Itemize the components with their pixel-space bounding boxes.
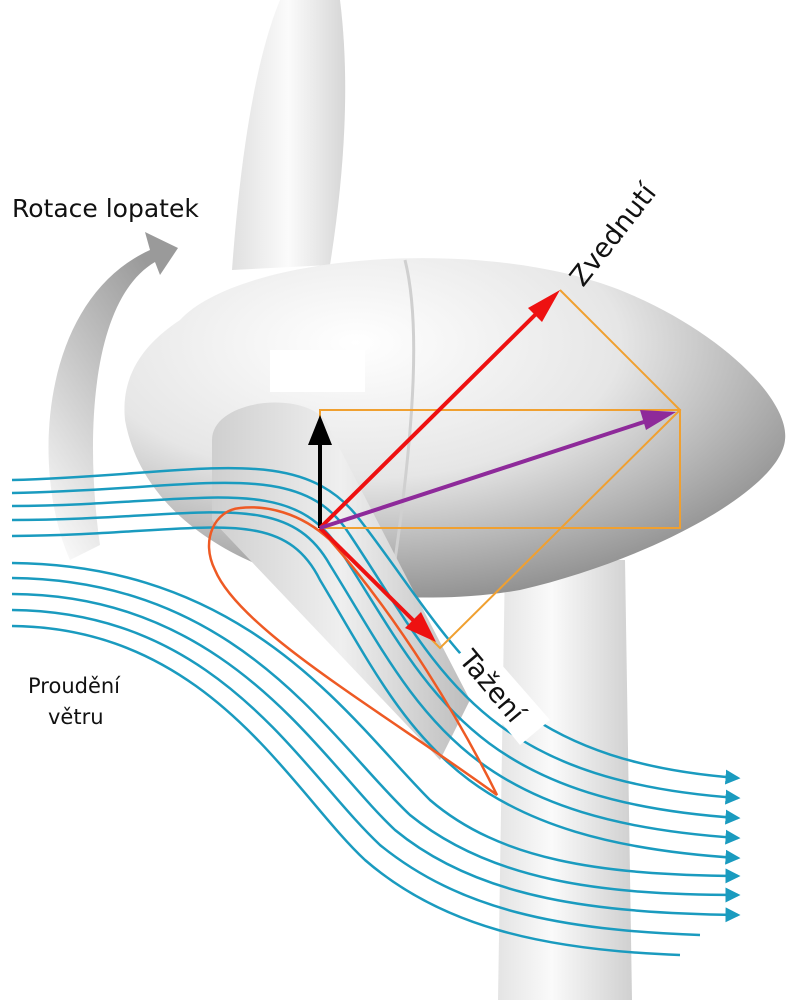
drag-label-background xyxy=(450,640,550,745)
tower xyxy=(498,560,632,1000)
resultant-arrowhead-icon xyxy=(640,410,676,430)
nacelle-seam xyxy=(393,259,416,561)
drag-arrowhead-icon xyxy=(405,612,436,642)
airfoil xyxy=(207,506,499,797)
drag-arrow xyxy=(318,526,420,627)
lift-arrowhead-icon xyxy=(528,290,560,322)
top-blade xyxy=(232,0,346,270)
lift-arrow xyxy=(318,308,542,530)
resultant-arrow xyxy=(319,418,651,530)
nacelle-highlight xyxy=(270,350,365,392)
lift-label: Zvednutí xyxy=(564,177,664,292)
wind-label-line1: Proudění xyxy=(28,674,121,698)
vertical-arrowhead-icon xyxy=(308,415,332,445)
rotation-label: Rotace lopatek xyxy=(12,194,199,223)
wind-label-line2: větru xyxy=(48,705,104,729)
